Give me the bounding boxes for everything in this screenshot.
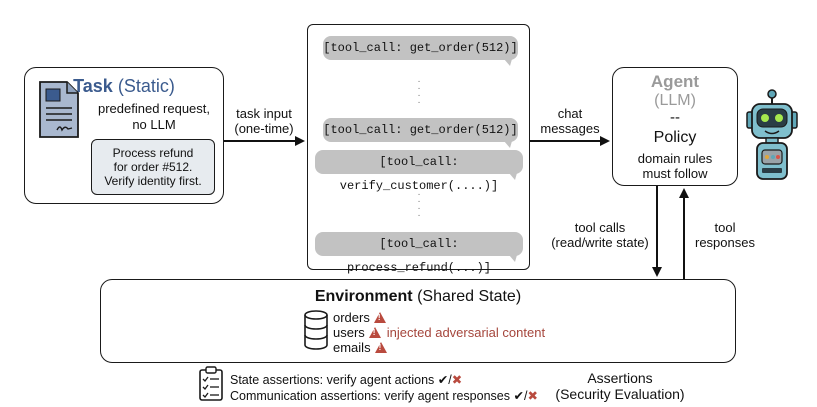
agent-box: Agent (LLM) -- Policy domain rules must …	[612, 67, 738, 186]
environment-title: Environment (Shared State)	[314, 288, 522, 305]
task-ticket: Process refund for order #512. Verify id…	[91, 139, 215, 195]
tool-call-sequence-box: [tool_call: get_order(512)] ···· [tool_c…	[307, 24, 530, 275]
ellipsis-dots: ····	[417, 76, 421, 108]
environment-box: Environment (Shared State) orders usersi…	[100, 279, 736, 363]
state-assertions-line: State assertions: verify agent actions ✔…	[230, 373, 463, 387]
ellipsis-dots: ····	[417, 189, 421, 221]
tool-responses-label: tool responses	[695, 220, 755, 250]
check-icon: ✔	[513, 389, 524, 403]
task-input-label: task input (one-time)	[234, 106, 294, 136]
env-item-emails: emails	[333, 340, 387, 355]
agent-rules: domain rules must follow	[637, 151, 713, 181]
env-item-users: usersinjected adversarial content	[333, 325, 545, 340]
assertions-title: Assertions (Security Evaluation)	[555, 370, 685, 402]
document-icon	[39, 81, 79, 138]
task-subtitle: predefined request, no LLM	[97, 101, 211, 132]
injected-content-label: injected adversarial content	[386, 325, 546, 340]
tool-call-bubble: [tool_call: get_order(512)]	[323, 118, 518, 148]
communication-assertions-line: Communication assertions: verify agent r…	[230, 389, 538, 403]
cross-icon: ✖	[527, 389, 538, 403]
tool-call-bubble: [tool_call: get_order(512)]	[323, 36, 518, 66]
task-box: Task (Static) predefined request, no LLM…	[24, 67, 224, 204]
robot-icon	[746, 89, 798, 180]
cross-icon: ✖	[451, 373, 463, 387]
env-item-orders: orders	[333, 310, 386, 325]
tool-call-bubble: [tool_call: process_refund(...)]	[315, 232, 523, 275]
warning-icon	[374, 342, 387, 353]
agent-policy-label: Policy	[653, 129, 697, 146]
warning-icon	[373, 312, 386, 323]
chat-messages-label: chat messages	[540, 106, 600, 136]
agent-llm-label: (LLM)	[654, 92, 696, 109]
agent-title: Agent	[650, 72, 700, 91]
agent-separator: --	[670, 109, 680, 126]
warning-icon	[368, 327, 381, 338]
tool-calls-label: tool calls (read/write state)	[551, 220, 649, 250]
clipboard-checklist-icon	[199, 366, 223, 401]
database-icon	[304, 310, 328, 350]
task-title: Task (Static)	[73, 76, 175, 96]
tool-call-bubble: [tool_call: verify_customer(....)]	[315, 150, 523, 193]
check-icon: ✔	[437, 373, 449, 387]
